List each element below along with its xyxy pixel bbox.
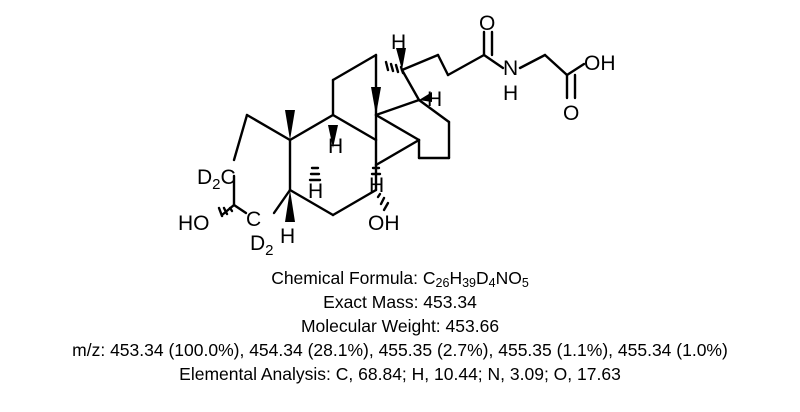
formula-label: Chemical Formula: <box>271 268 423 288</box>
hash-stroke <box>217 206 224 218</box>
chemical-formula: Chemical Formula: C26H39D4NO5 <box>0 266 800 290</box>
hash-stroke <box>394 63 400 74</box>
bond <box>232 203 248 215</box>
bond <box>565 62 586 77</box>
formula-value: C26H39D4NO5 <box>422 268 529 290</box>
subscript-2: 2 <box>265 242 273 259</box>
bond <box>518 53 547 70</box>
bond <box>400 68 421 102</box>
bond <box>400 53 440 72</box>
atom-label-h-c17: H <box>427 88 442 111</box>
compound-info: Chemical Formula: C26H39D4NO5 Exact Mass… <box>0 266 800 386</box>
bond <box>436 53 450 77</box>
wedge-bond <box>396 48 406 70</box>
bond <box>331 53 378 82</box>
bond <box>288 188 335 217</box>
bond <box>446 53 486 77</box>
atom-label-d2c-upper: D2C <box>197 166 236 193</box>
bond <box>417 98 451 124</box>
atom-labels: H H O N H OH O D2C HO C D2 H OH H H H <box>178 12 616 259</box>
bond <box>482 53 505 70</box>
formula-element: H <box>449 268 463 288</box>
bond <box>374 98 421 117</box>
hash-bond-c9 <box>308 166 322 182</box>
formula-count: 26 <box>435 276 450 290</box>
atom-label-acid-carbonyl-o: O <box>563 102 579 125</box>
bond <box>220 203 236 217</box>
elemental-analysis: Elemental Analysis: C, 68.84; H, 10.44; … <box>179 364 621 384</box>
hash-stroke <box>379 196 386 206</box>
bond <box>543 53 569 77</box>
bond <box>288 113 335 142</box>
atom-label-h-chain: H <box>391 31 406 54</box>
formula-count: 4 <box>488 276 496 290</box>
hash-stroke <box>384 60 390 72</box>
hash-bond-c3 <box>217 206 234 218</box>
formula-element: NO <box>495 268 522 288</box>
hash-bond-c14 <box>370 166 382 176</box>
d-symbol: D <box>197 166 212 189</box>
mz-values: m/z: 453.34 (100.0%), 454.34 (28.1%), 45… <box>72 340 728 360</box>
atom-label-oh-c7: OH <box>368 212 400 235</box>
atom-label-h-c8: H <box>328 135 343 158</box>
wedge-bond <box>285 110 295 140</box>
bond <box>331 188 378 217</box>
bond <box>331 113 378 142</box>
formula-count: 5 <box>521 276 529 290</box>
atom-label-carbonyl-o: O <box>479 12 495 35</box>
hash-stroke <box>376 192 382 199</box>
bond <box>374 113 421 142</box>
atom-label-h-c5: H <box>280 225 295 248</box>
c-symbol: C <box>221 166 236 189</box>
atom-label-h-c14: H <box>369 174 384 197</box>
bond <box>272 188 292 215</box>
hash-stroke <box>222 206 229 216</box>
atom-label-h-amide: H <box>503 82 518 105</box>
molecular-weight: Molecular Weight: 453.66 <box>300 316 500 336</box>
hash-bond-c21 <box>384 60 405 75</box>
hash-stroke <box>399 65 405 75</box>
atom-label-oh-acid: OH <box>584 52 616 75</box>
hash-stroke <box>382 201 390 212</box>
hash-stroke <box>389 62 395 73</box>
atom-label-ho-c3: HO <box>178 212 210 235</box>
atom-label-c4: C <box>246 208 261 231</box>
subscript-2: 2 <box>212 176 220 193</box>
formula-count: 39 <box>462 276 476 290</box>
atom-label-d2-lower: D2 <box>250 232 274 259</box>
wedge-bond <box>285 190 295 222</box>
formula-element: D <box>476 268 489 288</box>
bond <box>245 113 292 142</box>
wedge-bond <box>371 87 381 115</box>
stereo-bonds <box>217 48 432 222</box>
formula-element: C <box>422 268 436 288</box>
molecule-structure: H H O N H OH O D2C HO C D2 H OH H H H <box>178 12 616 259</box>
hash-bond-c7 <box>376 192 390 212</box>
wedge-bond <box>328 125 338 148</box>
atom-label-n-amide: N <box>503 57 518 80</box>
bond <box>232 113 249 162</box>
hash-stroke <box>228 206 234 213</box>
exact-mass: Exact Mass: 453.34 <box>323 292 477 312</box>
atom-label-h-c9: H <box>308 180 323 203</box>
wedge-bond <box>419 92 432 102</box>
bond <box>374 138 421 167</box>
d-symbol: D <box>250 232 265 255</box>
